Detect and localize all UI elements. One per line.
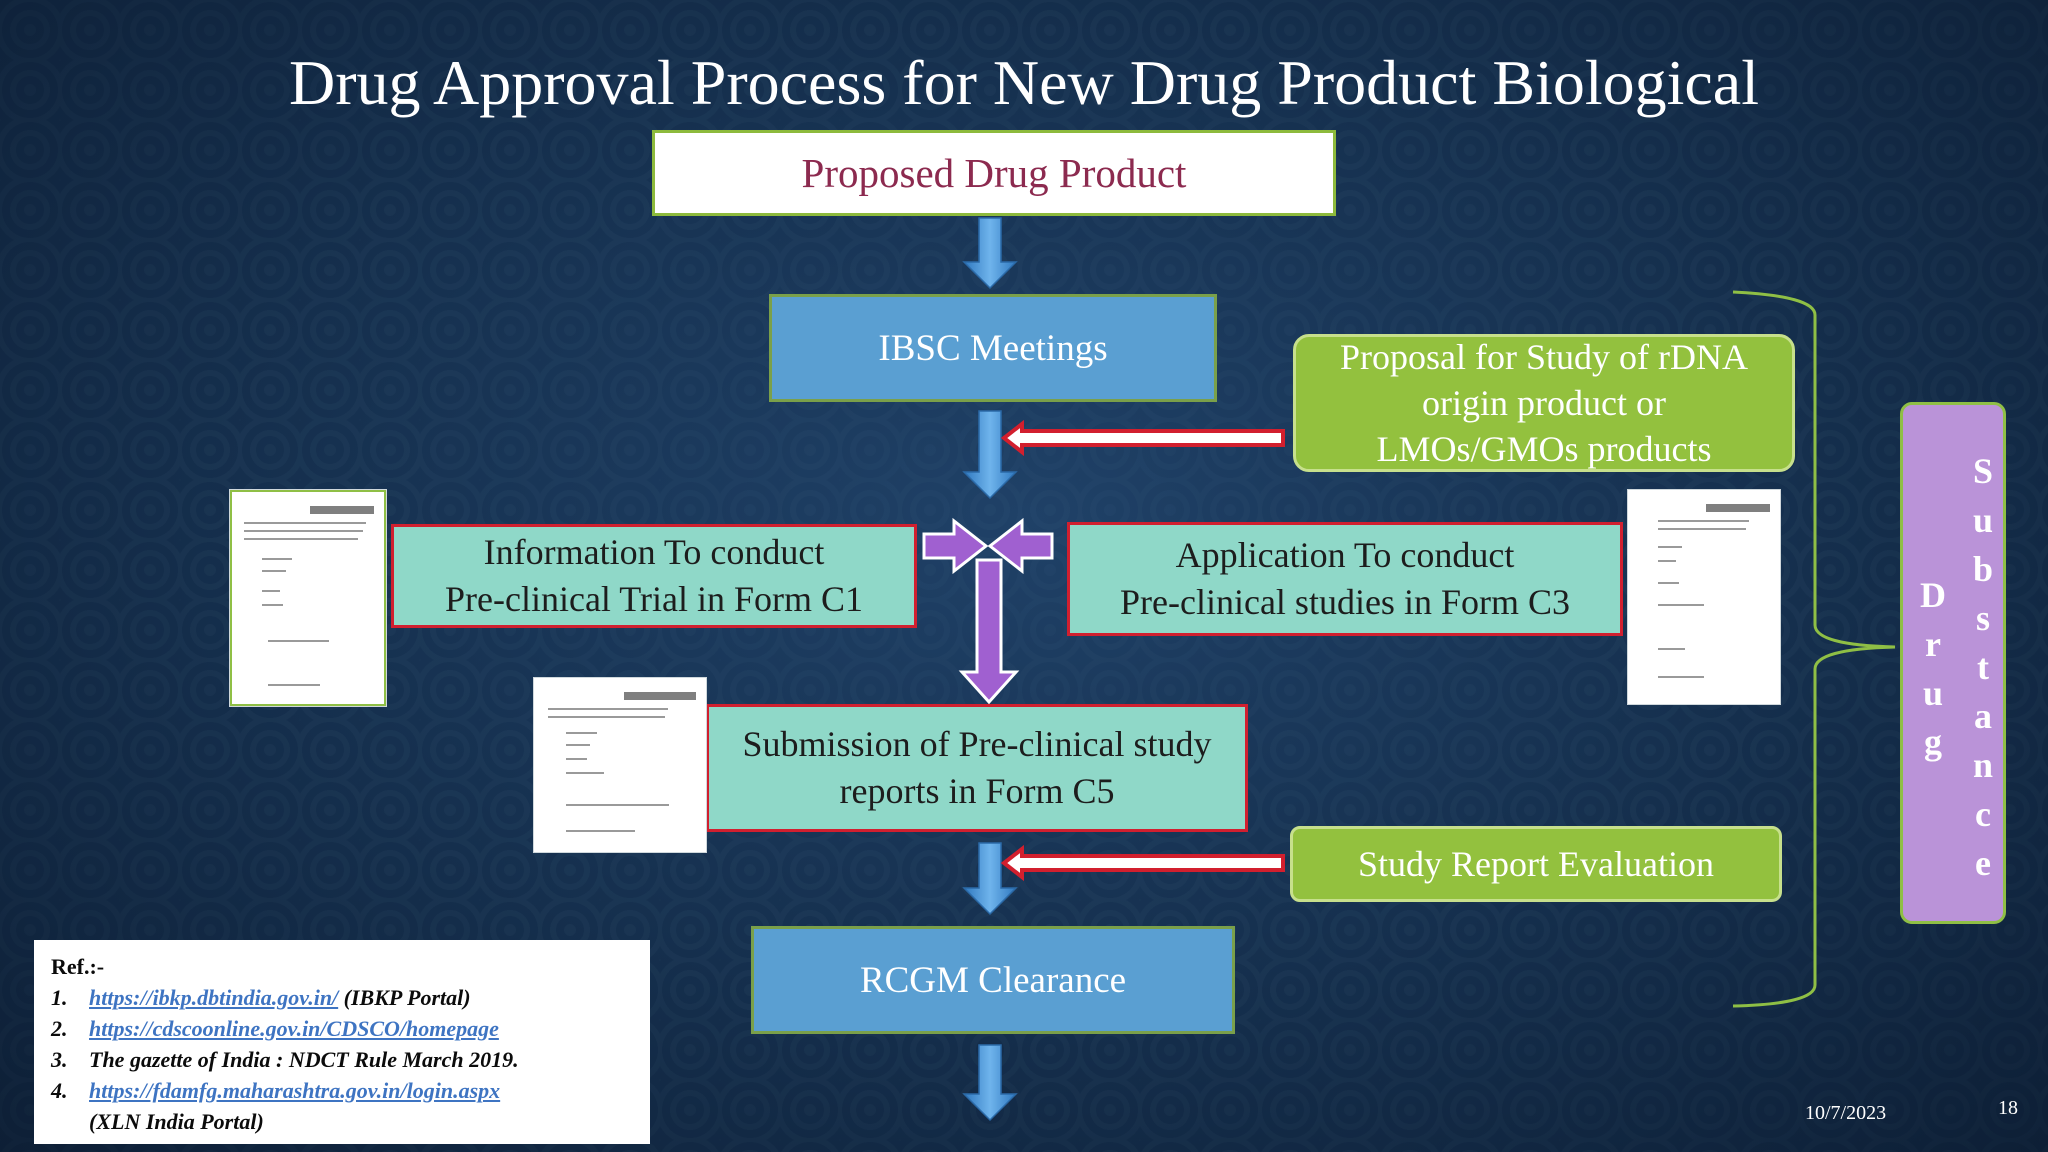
reference-item: (XLN India Portal) bbox=[51, 1106, 633, 1137]
document-icon bbox=[230, 490, 386, 706]
substance-letter: b bbox=[1972, 549, 1994, 589]
left-arrow-proposal bbox=[1000, 419, 1285, 457]
down-arrow-2 bbox=[962, 410, 1018, 500]
substance-letter: a bbox=[1974, 696, 1992, 736]
study-report-evaluation-label: Study Report Evaluation bbox=[1358, 844, 1714, 884]
gazette-reference: The gazette of India : NDCT Rule March 2… bbox=[89, 1047, 519, 1072]
purple-arrow-down bbox=[958, 558, 1020, 705]
drug-substance-brace bbox=[1732, 290, 1896, 1008]
reference-suffix: (IBKP Portal) bbox=[338, 985, 471, 1010]
substance-letter: s bbox=[1975, 598, 1990, 638]
drug-substance-box: D r u g S u b s t a n c e bbox=[1900, 402, 2006, 924]
form-c3-box: Application To conduct Pre-clinical stud… bbox=[1067, 522, 1623, 636]
substance-letter: t bbox=[1977, 647, 1989, 687]
substance-letter: n bbox=[1972, 745, 1994, 785]
cdsco-link[interactable]: https://cdscoonline.gov.in/CDSCO/homepag… bbox=[89, 1016, 499, 1041]
form-c1-box: Information To conduct Pre-clinical Tria… bbox=[391, 524, 917, 628]
down-arrow-4 bbox=[962, 1044, 1018, 1122]
study-report-evaluation-box: Study Report Evaluation bbox=[1290, 826, 1782, 902]
purple-arrow-left bbox=[922, 517, 989, 575]
rcgm-clearance-label: RCGM Clearance bbox=[859, 959, 1127, 1001]
xln-portal-note: (XLN India Portal) bbox=[89, 1109, 264, 1134]
purple-arrow-right bbox=[987, 517, 1054, 575]
proposal-box: Proposal for Study of rDNA origin produc… bbox=[1293, 334, 1795, 472]
ibsc-meetings-box: IBSC Meetings bbox=[769, 294, 1217, 402]
form-c3-line-2: Pre-clinical studies in Form C3 bbox=[1120, 582, 1570, 622]
rcgm-clearance-box: RCGM Clearance bbox=[751, 926, 1235, 1034]
form-c5-line-2: reports in Form C5 bbox=[839, 771, 1115, 811]
references-heading: Ref.:- bbox=[51, 954, 105, 979]
fdamfg-link[interactable]: https://fdamfg.maharashtra.gov.in/login.… bbox=[89, 1078, 501, 1103]
drug-letter: D bbox=[1920, 575, 1946, 615]
document-icon bbox=[1628, 490, 1780, 704]
drug-letter: g bbox=[1924, 722, 1942, 762]
proposal-line-3: LMOs/GMOs products bbox=[1376, 429, 1712, 469]
down-arrow-1 bbox=[962, 217, 1018, 290]
proposal-line-1: Proposal for Study of rDNA bbox=[1340, 337, 1748, 377]
ibkp-link[interactable]: https://ibkp.dbtindia.gov.in/ bbox=[89, 985, 339, 1010]
substance-letter: c bbox=[1975, 794, 1991, 834]
proposed-drug-product-box: Proposed Drug Product bbox=[652, 130, 1336, 216]
form-c5-box: Submission of Pre-clinical study reports… bbox=[706, 704, 1248, 832]
substance-letter: u bbox=[1972, 500, 1994, 540]
proposed-drug-product-label: Proposed Drug Product bbox=[801, 150, 1187, 196]
substance-letter: e bbox=[1975, 843, 1991, 883]
reference-item: 3. The gazette of India : NDCT Rule Marc… bbox=[51, 1044, 633, 1075]
down-arrow-3 bbox=[962, 842, 1018, 916]
slide-number: 18 bbox=[1998, 1097, 2018, 1119]
drug-letters: D r u g bbox=[1915, 571, 1951, 767]
reference-item: 1. https://ibkp.dbtindia.gov.in/ (IBKP P… bbox=[51, 982, 633, 1013]
reference-item: 2. https://cdscoonline.gov.in/CDSCO/home… bbox=[51, 1013, 633, 1044]
ibsc-meetings-label: IBSC Meetings bbox=[878, 327, 1108, 369]
slide-date: 10/7/2023 bbox=[1805, 1102, 1887, 1124]
form-c1-line-1: Information To conduct bbox=[483, 532, 825, 572]
form-c5-line-1: Submission of Pre-clinical study bbox=[742, 724, 1212, 764]
reference-number: 4. bbox=[51, 1078, 68, 1103]
reference-number: 3. bbox=[51, 1047, 68, 1072]
document-icon bbox=[534, 678, 706, 852]
form-c3-line-1: Application To conduct bbox=[1175, 535, 1515, 575]
page-title: Drug Approval Process for New Drug Produ… bbox=[289, 47, 1759, 118]
reference-item: 4. https://fdamfg.maharashtra.gov.in/log… bbox=[51, 1075, 633, 1106]
form-c1-line-2: Pre-clinical Trial in Form C1 bbox=[445, 579, 863, 619]
drug-letter: r bbox=[1925, 624, 1941, 664]
substance-letters: S u b s t a n c e bbox=[1965, 447, 2001, 888]
drug-letter: u bbox=[1922, 673, 1944, 713]
substance-letter: S bbox=[1972, 451, 1994, 491]
reference-number: 2. bbox=[51, 1016, 68, 1041]
left-arrow-evaluation bbox=[1000, 844, 1285, 882]
proposal-line-2: origin product or bbox=[1422, 383, 1666, 423]
references-box: Ref.:- 1. https://ibkp.dbtindia.gov.in/ … bbox=[34, 940, 650, 1144]
reference-number: 1. bbox=[51, 985, 68, 1010]
